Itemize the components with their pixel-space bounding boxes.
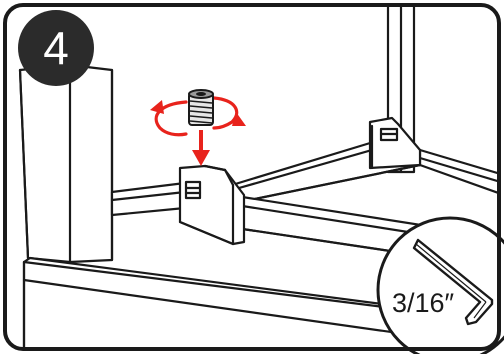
panel-frame — [3, 3, 501, 351]
left-leg — [18, 63, 114, 264]
tool-callout: 3/16″ — [376, 216, 504, 354]
step-badge: 4 — [18, 10, 94, 86]
front-corner-bracket — [178, 164, 246, 246]
left-apron — [110, 181, 187, 217]
allen-key-icon — [412, 238, 494, 326]
step-number: 4 — [43, 22, 69, 74]
tool-size-label: 3/16″ — [392, 288, 455, 318]
back-corner-bracket — [368, 116, 422, 170]
right-apron — [418, 148, 499, 197]
insert-arrow-icon — [192, 130, 210, 166]
rotation-arrows-icon — [150, 96, 246, 137]
threaded-insert-icon — [188, 89, 214, 126]
